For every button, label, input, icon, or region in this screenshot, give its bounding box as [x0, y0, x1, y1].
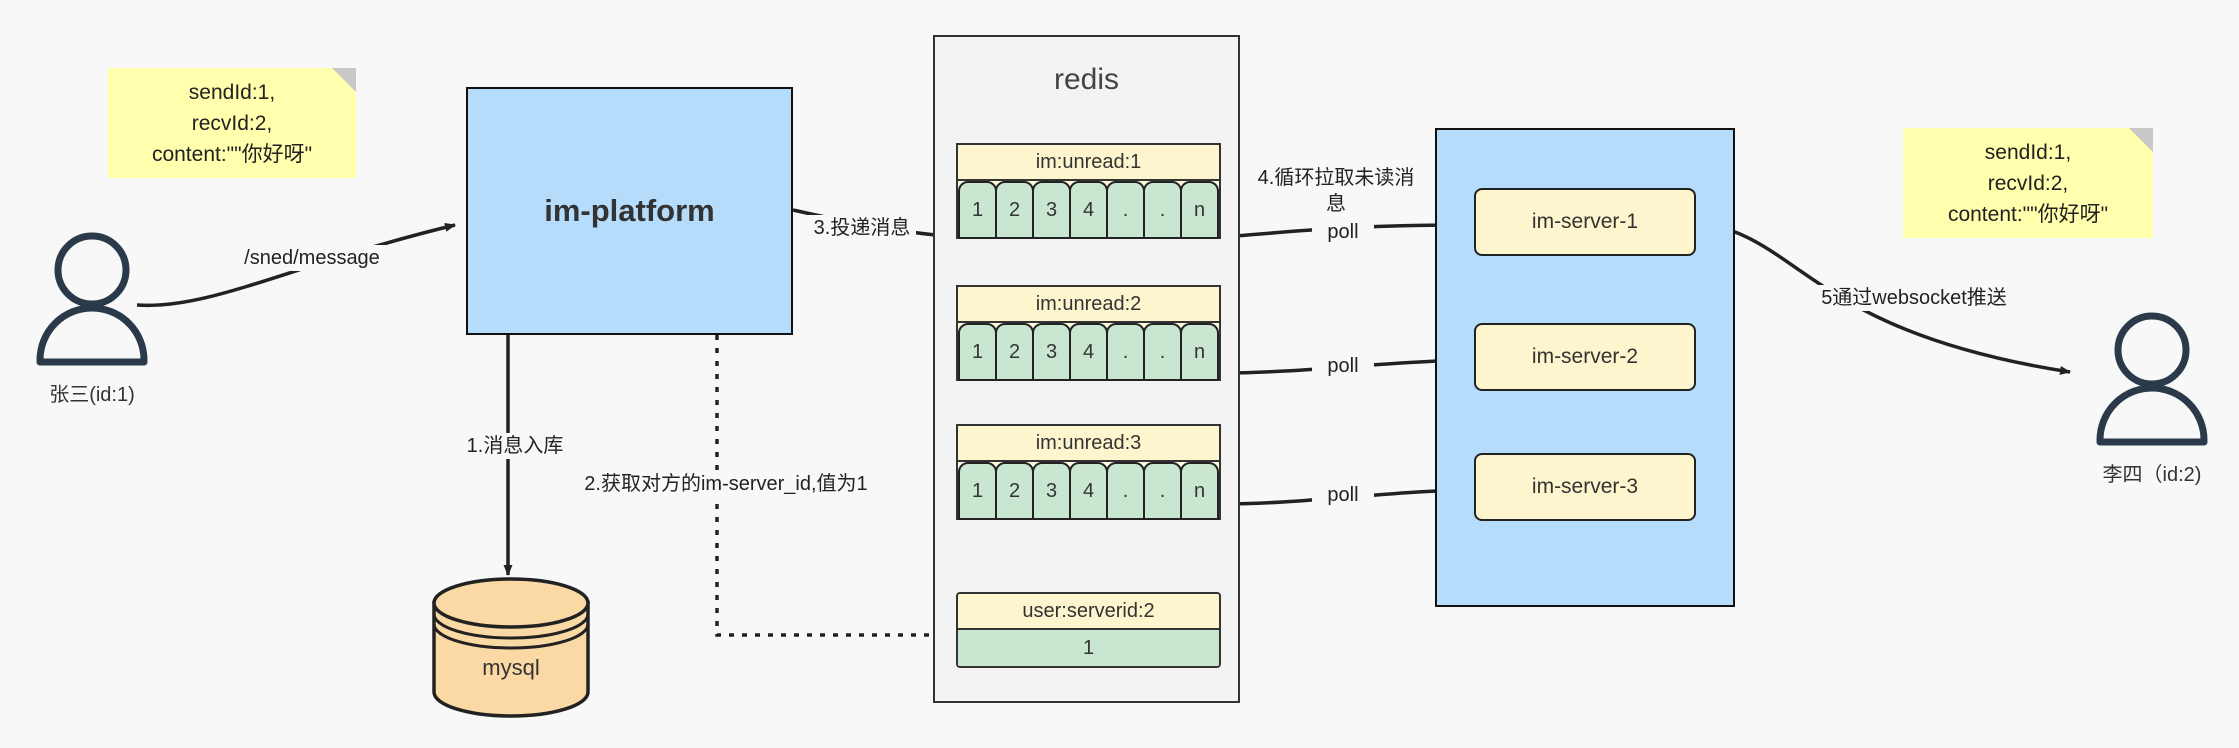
kv-value-label: 1 [958, 630, 1219, 666]
queue-cell: . [1106, 462, 1145, 520]
receiver-actor-icon [2096, 312, 2208, 446]
queue-cell: . [1143, 181, 1182, 239]
edge-label-send-message: /sned/message [232, 245, 392, 271]
note-right-text: sendId:1, recvId:2, content:""你好呀" [1947, 140, 2109, 226]
queue-cell: 1 [958, 462, 997, 520]
note-fold-corner-icon [332, 68, 356, 92]
im-server-3-label: im-server-3 [1531, 475, 1639, 498]
edge-label-poll-3: poll [1312, 482, 1374, 508]
queue-key-label: im:unread:2 [958, 287, 1219, 323]
note-left-message-payload: sendId:1, recvId:2, content:""你好呀" [108, 68, 356, 178]
im-server-1-label: im-server-1 [1531, 210, 1639, 233]
note-right-message-payload: sendId:1, recvId:2, content:""你好呀" [1903, 128, 2153, 238]
note-fold-corner-icon [2129, 128, 2153, 152]
queue-cell: . [1143, 462, 1182, 520]
sender-actor-label: 张三(id:1) [49, 384, 135, 406]
mysql-cylinder-icon [432, 577, 590, 718]
queue-cell: n [1180, 323, 1219, 381]
queue-cell: 1 [958, 181, 997, 239]
edge-label-step2: 2.获取对方的im-server_id,值为1 [578, 471, 874, 497]
queue-cell: . [1143, 323, 1182, 381]
queue-cell: . [1106, 181, 1145, 239]
queue-cell: 4 [1069, 462, 1108, 520]
im-platform-label: im-platform [544, 193, 715, 228]
redis-queue-im-unread-2: im:unread:2 1 2 3 4 . . n [956, 285, 1221, 381]
queue-cell: n [1180, 181, 1219, 239]
edge-label-step3: 3.投递消息 [808, 215, 916, 241]
mysql-label: mysql [482, 655, 540, 680]
edge-label-step4: 4.循环拉取未读消 息 [1253, 165, 1419, 217]
queue-cell: n [1180, 462, 1219, 520]
queue-key-label: im:unread:1 [958, 145, 1219, 181]
queue-cell: 1 [958, 323, 997, 381]
im-server-2-label: im-server-2 [1531, 345, 1639, 368]
queue-cell: 3 [1032, 323, 1071, 381]
queue-cell: 2 [995, 181, 1034, 239]
queue-cells: 1 2 3 4 . . n [958, 323, 1219, 381]
note-left-text: sendId:1, recvId:2, content:""你好呀" [151, 80, 313, 166]
queue-cells: 1 2 3 4 . . n [958, 181, 1219, 239]
node-im-server-3[interactable]: im-server-3 [1474, 453, 1696, 521]
edge-label-poll-1: poll [1312, 219, 1374, 245]
node-im-platform[interactable]: im-platform [466, 87, 793, 335]
edge-label-step5: 5通过websocket推送 [1790, 285, 2038, 311]
queue-cell: 4 [1069, 323, 1108, 381]
redis-queue-im-unread-3: im:unread:3 1 2 3 4 . . n [956, 424, 1221, 520]
node-im-server-1[interactable]: im-server-1 [1474, 188, 1696, 256]
queue-cell: 2 [995, 462, 1034, 520]
edge-label-poll-2: poll [1312, 353, 1374, 379]
queue-cell: 4 [1069, 181, 1108, 239]
redis-queue-im-unread-1: im:unread:1 1 2 3 4 . . n [956, 143, 1221, 239]
queue-cell: 2 [995, 323, 1034, 381]
node-im-server-2[interactable]: im-server-2 [1474, 323, 1696, 391]
queue-cell: . [1106, 323, 1145, 381]
kv-key-label: user:serverid:2 [958, 594, 1219, 630]
queue-cell: 3 [1032, 462, 1071, 520]
sender-actor-icon [36, 232, 148, 366]
queue-key-label: im:unread:3 [958, 426, 1219, 462]
edge-label-step1: 1.消息入库 [455, 433, 575, 459]
queue-cell: 3 [1032, 181, 1071, 239]
queue-cells: 1 2 3 4 . . n [958, 462, 1219, 520]
receiver-actor-label: 李四（id:2) [2102, 464, 2202, 486]
redis-title: redis [1053, 63, 1120, 96]
redis-kv-user-serverid: user:serverid:2 1 [956, 592, 1221, 668]
